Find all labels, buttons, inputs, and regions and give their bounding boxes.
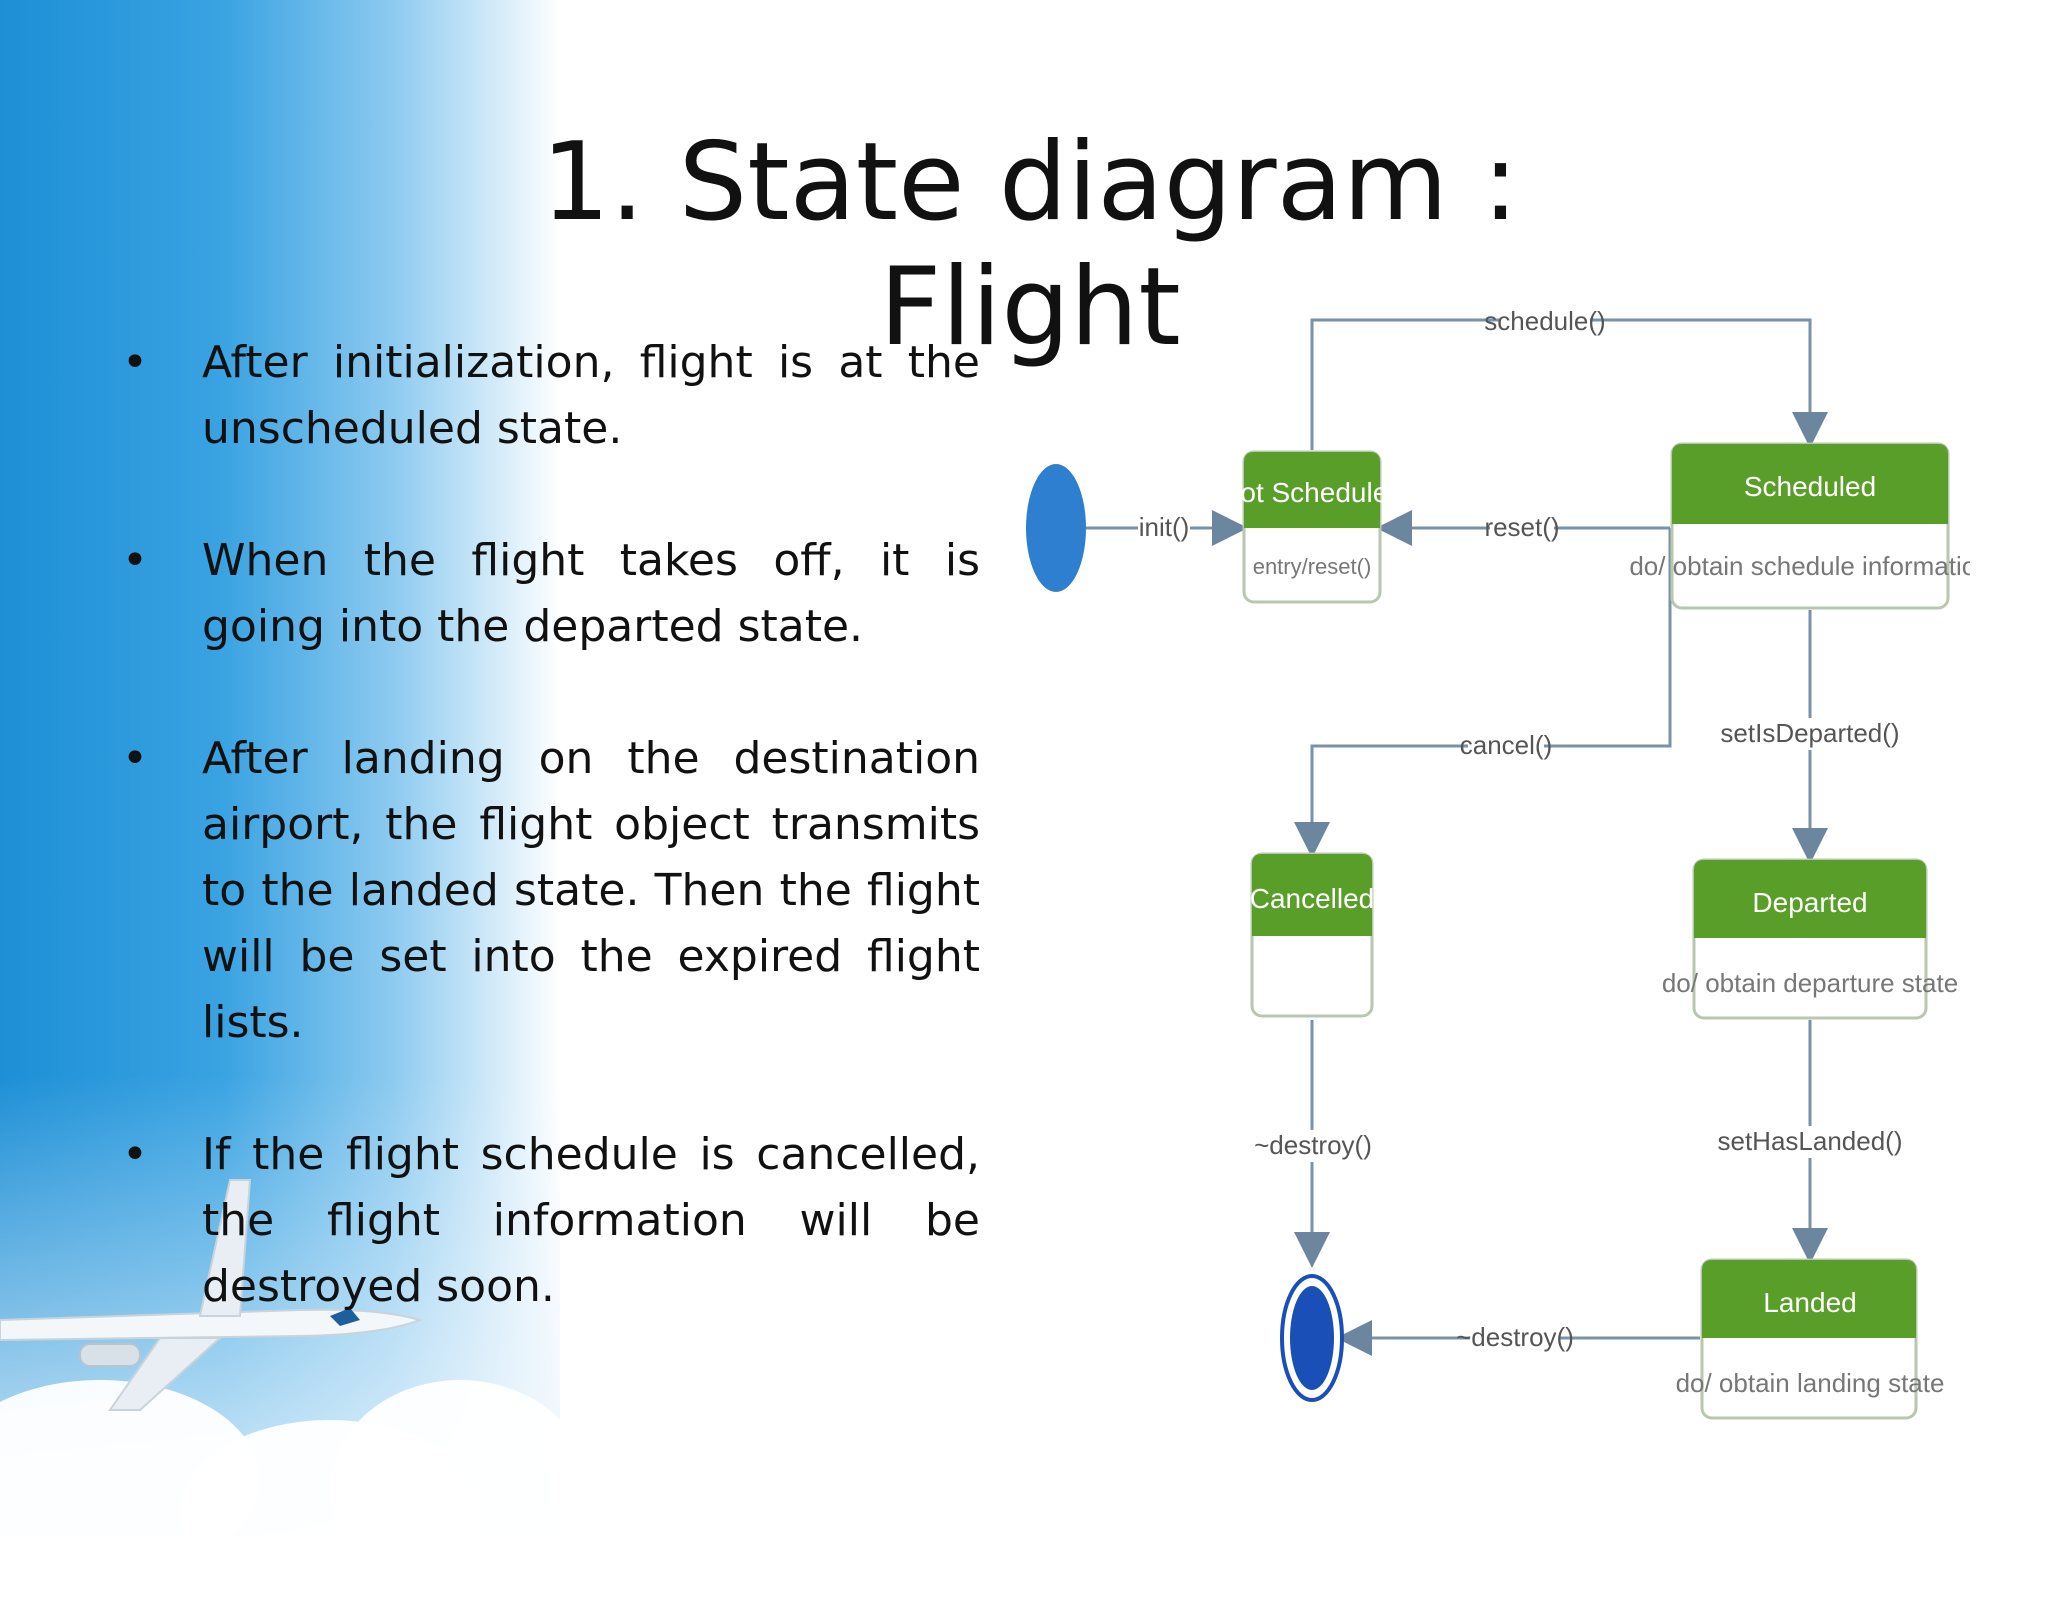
bullet-dot: • xyxy=(122,733,148,784)
label-set-departed: setIsDeparted() xyxy=(1720,718,1899,748)
bullet-dot: • xyxy=(122,1129,148,1180)
label-schedule: schedule() xyxy=(1484,306,1605,336)
bullet-dot: • xyxy=(122,337,148,388)
state-scheduled: Scheduled do/ obtain schedule informatio… xyxy=(1629,442,1970,610)
airplane-illustration xyxy=(0,1179,424,1411)
state-cancelled: Cancelled xyxy=(1250,852,1375,1018)
slide-title: 1. State diagram : Flight xyxy=(541,120,1519,370)
label-init: init() xyxy=(1139,512,1190,542)
label-set-landed: setHasLanded() xyxy=(1718,1126,1903,1156)
bullet-item: • When the flight takes off, it is going … xyxy=(110,528,980,660)
state-name: Scheduled xyxy=(1744,471,1876,502)
state-name: Landed xyxy=(1763,1287,1856,1318)
label-reset: reset() xyxy=(1484,512,1559,542)
label-destroy-landed: ~destroy() xyxy=(1456,1322,1574,1352)
state-name: Departed xyxy=(1752,887,1867,918)
state-not-scheduled: Not Scheduled entry/reset() xyxy=(1220,450,1404,604)
state-activity: do/ obtain schedule information xyxy=(1629,551,1970,581)
bullet-text: After landing on the destination airport… xyxy=(202,733,980,1048)
state-activity: do/ obtain landing state xyxy=(1676,1368,1945,1398)
sky-fade xyxy=(0,0,560,1536)
initial-node xyxy=(1026,464,1086,592)
state-activity: entry/reset() xyxy=(1253,554,1372,579)
bullet-list: • After initialization, flight is at the … xyxy=(110,330,980,1386)
label-destroy-cancelled: ~destroy() xyxy=(1254,1130,1372,1160)
state-departed: Departed do/ obtain departure state xyxy=(1662,858,1958,1020)
bullet-item: • After landing on the destination airpor… xyxy=(110,726,980,1056)
bullet-item: • After initialization, flight is at the … xyxy=(110,330,980,462)
bullet-text: After initialization, flight is at the u… xyxy=(202,337,980,454)
state-activity: do/ obtain departure state xyxy=(1662,968,1958,998)
state-name: Cancelled xyxy=(1250,883,1375,914)
transition-schedule xyxy=(1310,318,1828,450)
bullet-text: When the flight takes off, it is going i… xyxy=(202,535,980,652)
bullet-dot: • xyxy=(122,535,148,586)
state-diagram: schedule() init() reset() cancel() setIs… xyxy=(1026,304,1970,1420)
final-node-inner xyxy=(1290,1286,1334,1390)
state-landed: Landed do/ obtain landing state xyxy=(1676,1258,1945,1420)
label-cancel: cancel() xyxy=(1460,730,1552,760)
state-name: Not Scheduled xyxy=(1220,477,1404,508)
bullet-item: • If the flight schedule is cancelled, th… xyxy=(110,1122,980,1320)
bullet-text: If the flight schedule is cancelled, the… xyxy=(202,1129,980,1312)
